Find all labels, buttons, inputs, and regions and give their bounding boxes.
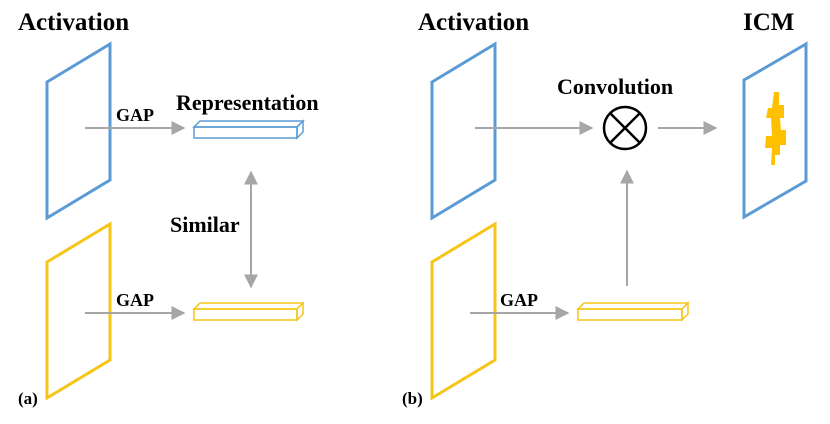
gap-label-bottom-a: GAP (116, 290, 154, 310)
icm-label: ICM (743, 9, 794, 36)
similar-label: Similar (170, 212, 240, 237)
representation-label: Representation (176, 90, 319, 115)
activation-blob-icon (765, 92, 786, 165)
panel-tag-a: (a) (18, 389, 38, 408)
circled-times-icon (602, 105, 648, 151)
activation-title-a: Activation (18, 9, 129, 36)
representation-vector-yellow-a (192, 301, 305, 322)
representation-vector-yellow-b (576, 301, 690, 322)
gap-label-top-a: GAP (116, 105, 154, 125)
gap-label-b: GAP (500, 290, 538, 310)
activation-plane-yellow-b (430, 221, 497, 401)
activation-title-b: Activation (418, 9, 529, 36)
icm-plane (742, 41, 808, 220)
activation-plane-blue-b (430, 41, 497, 221)
activation-plane-yellow-a (45, 221, 112, 401)
panel-a: Activation GAP Representation Similar GA… (18, 9, 319, 408)
representation-vector-blue (192, 119, 305, 140)
activation-plane-blue-a (45, 41, 112, 221)
panel-b: Activation Convolution ICM GAP (402, 9, 808, 408)
panel-tag-b: (b) (402, 389, 423, 408)
convolution-label: Convolution (557, 74, 673, 99)
